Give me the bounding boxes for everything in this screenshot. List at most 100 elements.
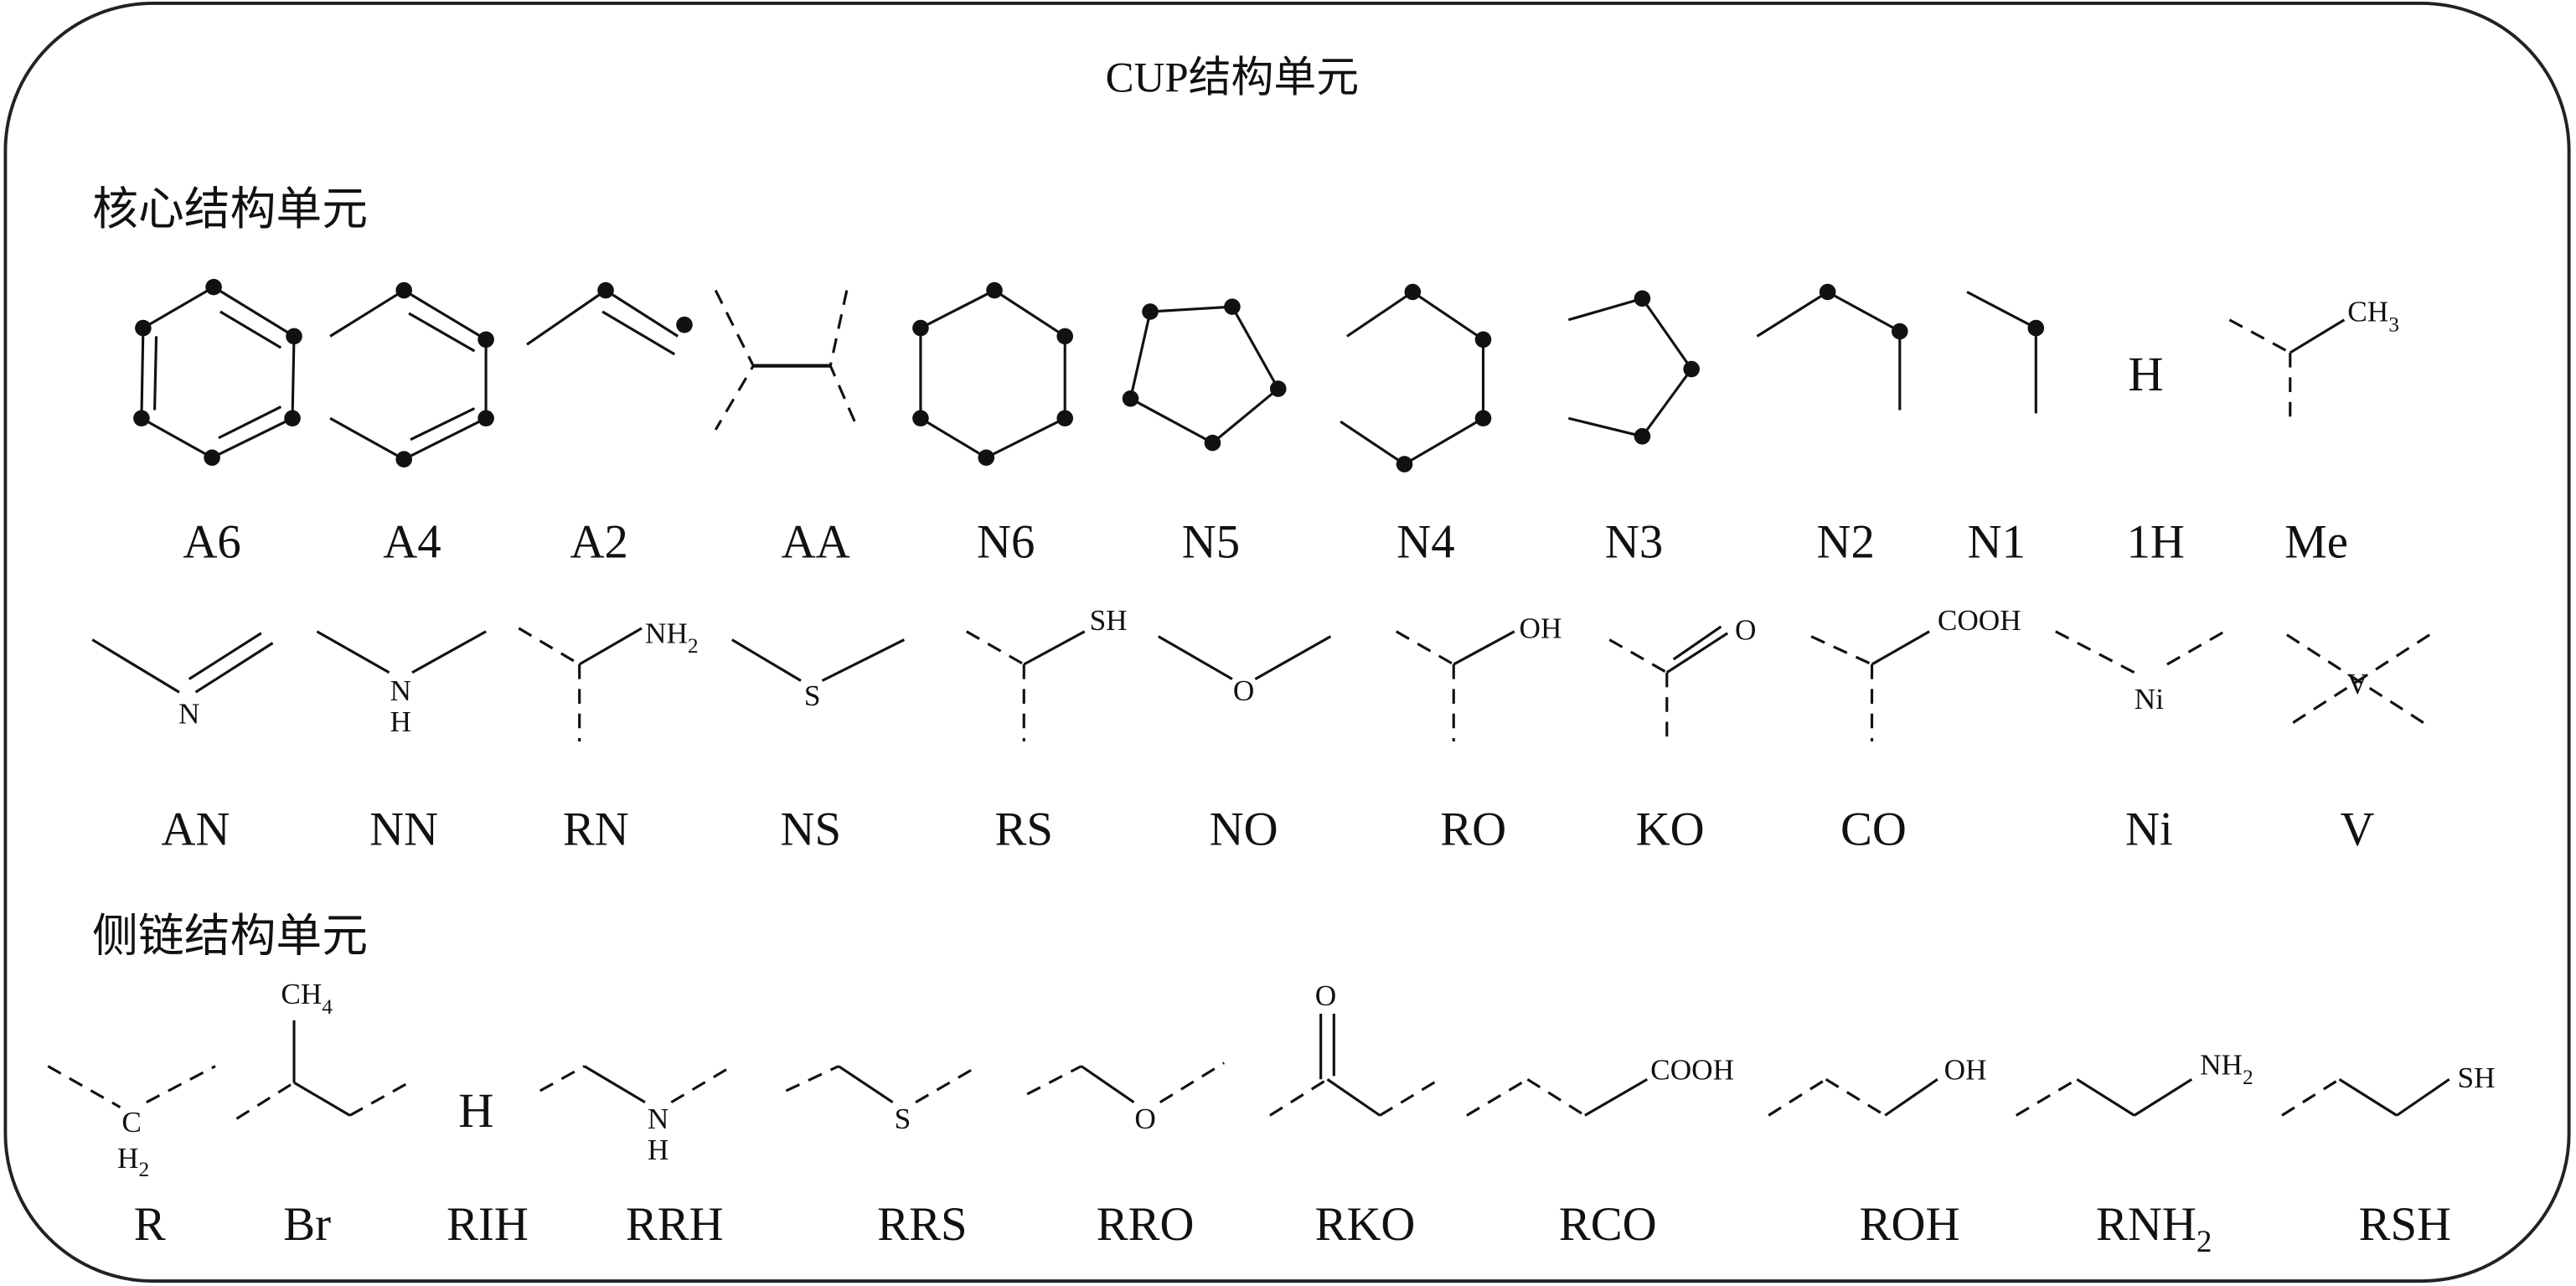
label-N2: N2: [1816, 516, 1874, 569]
atom-dot: [478, 410, 494, 427]
structure-RNH2: NH2: [2016, 1048, 2253, 1117]
label-RNH2: RNH2: [2096, 1198, 2212, 1259]
atom-dot: [395, 281, 412, 299]
bond-line: [1871, 630, 1930, 666]
label-RSH: RSH: [2359, 1198, 2451, 1251]
label-R: R: [134, 1198, 166, 1251]
atom-dot: [135, 319, 152, 337]
atom-dot: [1269, 380, 1287, 397]
label-NN: NN: [369, 803, 438, 855]
structure-NN: N H: [316, 630, 487, 738]
bond-line: [1584, 1077, 1649, 1117]
bond-line: [153, 336, 158, 411]
bond-line: [1672, 625, 1722, 661]
bond-line: [2133, 1077, 2193, 1117]
bond-line: [1567, 297, 1694, 438]
label-Me: Me: [2284, 516, 2348, 569]
section-core-heading: 核心结构单元: [92, 182, 368, 235]
bond-line: [821, 638, 906, 682]
atom-n: N: [390, 674, 411, 707]
bond-line: [2286, 633, 2431, 728]
label-N1: N1: [1968, 516, 2026, 569]
atom-label: NH2: [645, 617, 699, 658]
structure-RO: OH: [1395, 612, 1562, 741]
atom-subscript: 2: [688, 633, 699, 658]
structure-ROH: OH: [1768, 1053, 1987, 1117]
atom-s: S: [804, 679, 821, 712]
label-Br: Br: [283, 1198, 331, 1251]
structure-NS: S: [730, 638, 906, 712]
side-row-labels: R Br RIH RRH RRS RRO RKO RCO ROH RNH2 RS…: [134, 1198, 2451, 1259]
atom-label: CH3: [2347, 296, 2399, 337]
label-RKO: RKO: [1315, 1198, 1416, 1251]
bond-line: [829, 290, 860, 431]
label-NS: NS: [780, 803, 841, 855]
atom-dot: [1634, 428, 1651, 445]
atom-dot: [1892, 323, 1908, 340]
structure-RRS: S: [785, 1065, 979, 1135]
bond-line: [1665, 632, 1729, 674]
bond-line: [1825, 1077, 1886, 1117]
bond-line: [2289, 318, 2346, 354]
bond-line: [410, 407, 476, 442]
bond-line: [348, 1081, 410, 1117]
bond-line: [316, 630, 390, 674]
structure-RKO: O: [1269, 979, 1443, 1117]
atom-dot: [2027, 319, 2045, 337]
atom-dot: [912, 319, 929, 337]
bond-line: [838, 1065, 894, 1104]
atom-oh: OH: [1944, 1053, 1987, 1086]
atom-dot: [395, 451, 412, 468]
atom-n: N: [648, 1103, 669, 1135]
bond-line: [1159, 1061, 1225, 1104]
atom-h: H: [390, 705, 411, 738]
label-A4: A4: [383, 516, 441, 569]
atom-sh: SH: [1090, 604, 1128, 637]
atom-dot: [1204, 434, 1221, 452]
label-ROH: ROH: [1860, 1198, 1960, 1251]
atom-dot: [284, 410, 301, 427]
structure-NO: O: [1158, 635, 1332, 707]
atom-dot: [133, 410, 150, 427]
bond-line: [329, 288, 488, 461]
bond-line: [583, 1065, 646, 1104]
bond-line: [1326, 1078, 1381, 1117]
atom-ch: CH: [2347, 296, 2388, 328]
structure-Ni: Ni: [2055, 630, 2226, 715]
label-V: V: [2341, 803, 2375, 855]
bond-line: [188, 632, 262, 680]
label-RNH2-subscript: 2: [2197, 1225, 2212, 1259]
label-RIH: RIH: [447, 1198, 529, 1251]
label-CO: CO: [1840, 803, 1907, 855]
structure-KO: O: [1608, 614, 1756, 741]
atom-dot: [1404, 283, 1422, 301]
atom-s: S: [895, 1103, 911, 1135]
bond-line: [539, 1065, 586, 1092]
atom-c: C: [121, 1106, 142, 1139]
bond-line: [91, 638, 180, 694]
atom-dot: [204, 449, 220, 467]
bond-line: [2166, 630, 2226, 666]
label-A6: A6: [183, 516, 240, 569]
bond-line: [915, 1065, 979, 1104]
bond-line: [1466, 1077, 1529, 1117]
atom-subscript: 2: [138, 1157, 149, 1181]
label-AN: AN: [162, 803, 230, 855]
structure-N4: [1340, 283, 1492, 473]
atom-dot: [676, 316, 693, 333]
atom-dot: [986, 281, 1003, 299]
structure-RRO: O: [1026, 1061, 1225, 1135]
atom-dot: [205, 278, 222, 296]
bond-line: [2055, 630, 2135, 674]
core-row1-labels: A6 A4 A2 AA N6 N5 N4 N3 N2 N1 1H Me: [183, 516, 2348, 569]
label-RRH: RRH: [626, 1198, 724, 1251]
bond-line: [411, 630, 487, 674]
atom-subscript: 4: [322, 994, 333, 1019]
label-A2: A2: [570, 516, 627, 569]
bond-line: [919, 288, 1066, 460]
label-RNH2-main: RNH: [2096, 1198, 2197, 1251]
atom-dot: [1474, 331, 1492, 349]
bond-line: [1158, 635, 1233, 680]
bond-line: [1269, 1077, 1329, 1117]
